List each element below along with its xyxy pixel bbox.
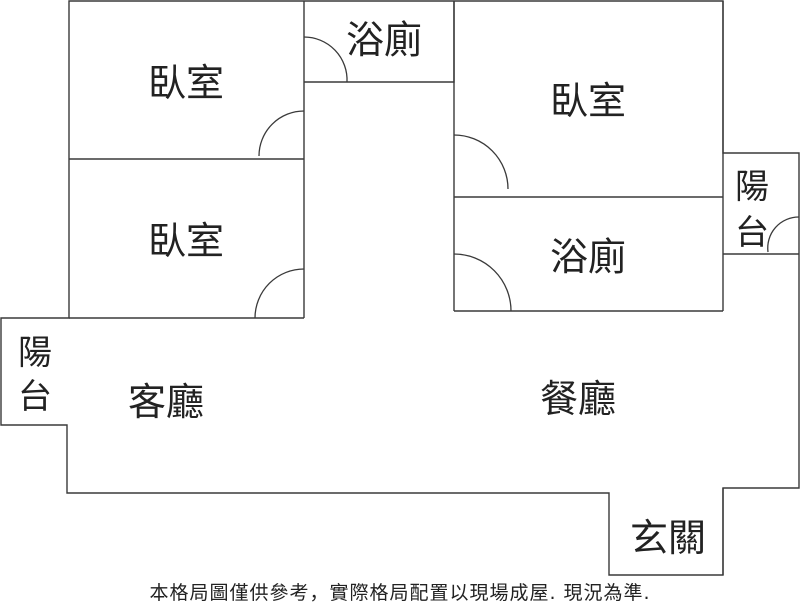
label-bedroom-right: 臥室 bbox=[550, 79, 626, 123]
label-bedroom-mid-left: 臥室 bbox=[148, 219, 224, 263]
label-dining-room: 餐廳 bbox=[540, 377, 616, 421]
door-bedroom-mid-left bbox=[254, 268, 305, 319]
label-bathroom-top: 浴廁 bbox=[346, 18, 422, 62]
door-bedroom-top-left bbox=[258, 110, 305, 157]
label-balcony-right-1: 陽 bbox=[735, 167, 769, 207]
outer-wall bbox=[0, 0, 800, 576]
door-bathroom-right bbox=[453, 253, 512, 312]
label-balcony-right-2: 台 bbox=[735, 213, 769, 253]
label-balcony-left-1: 陽 bbox=[18, 333, 52, 373]
disclaimer-caption: 本格局圖僅供參考，實際格局配置以現場成屋. 現況為準. bbox=[149, 582, 651, 604]
door-bedroom-right bbox=[453, 134, 509, 190]
label-entrance: 玄關 bbox=[630, 516, 706, 560]
door-bathroom-top bbox=[303, 36, 348, 83]
label-living-room: 客廳 bbox=[128, 380, 204, 424]
label-bathroom-right: 浴廁 bbox=[550, 235, 626, 279]
label-balcony-left-2: 台 bbox=[18, 377, 52, 417]
label-bedroom-top-left: 臥室 bbox=[148, 61, 224, 105]
door-balcony-right bbox=[767, 216, 800, 253]
